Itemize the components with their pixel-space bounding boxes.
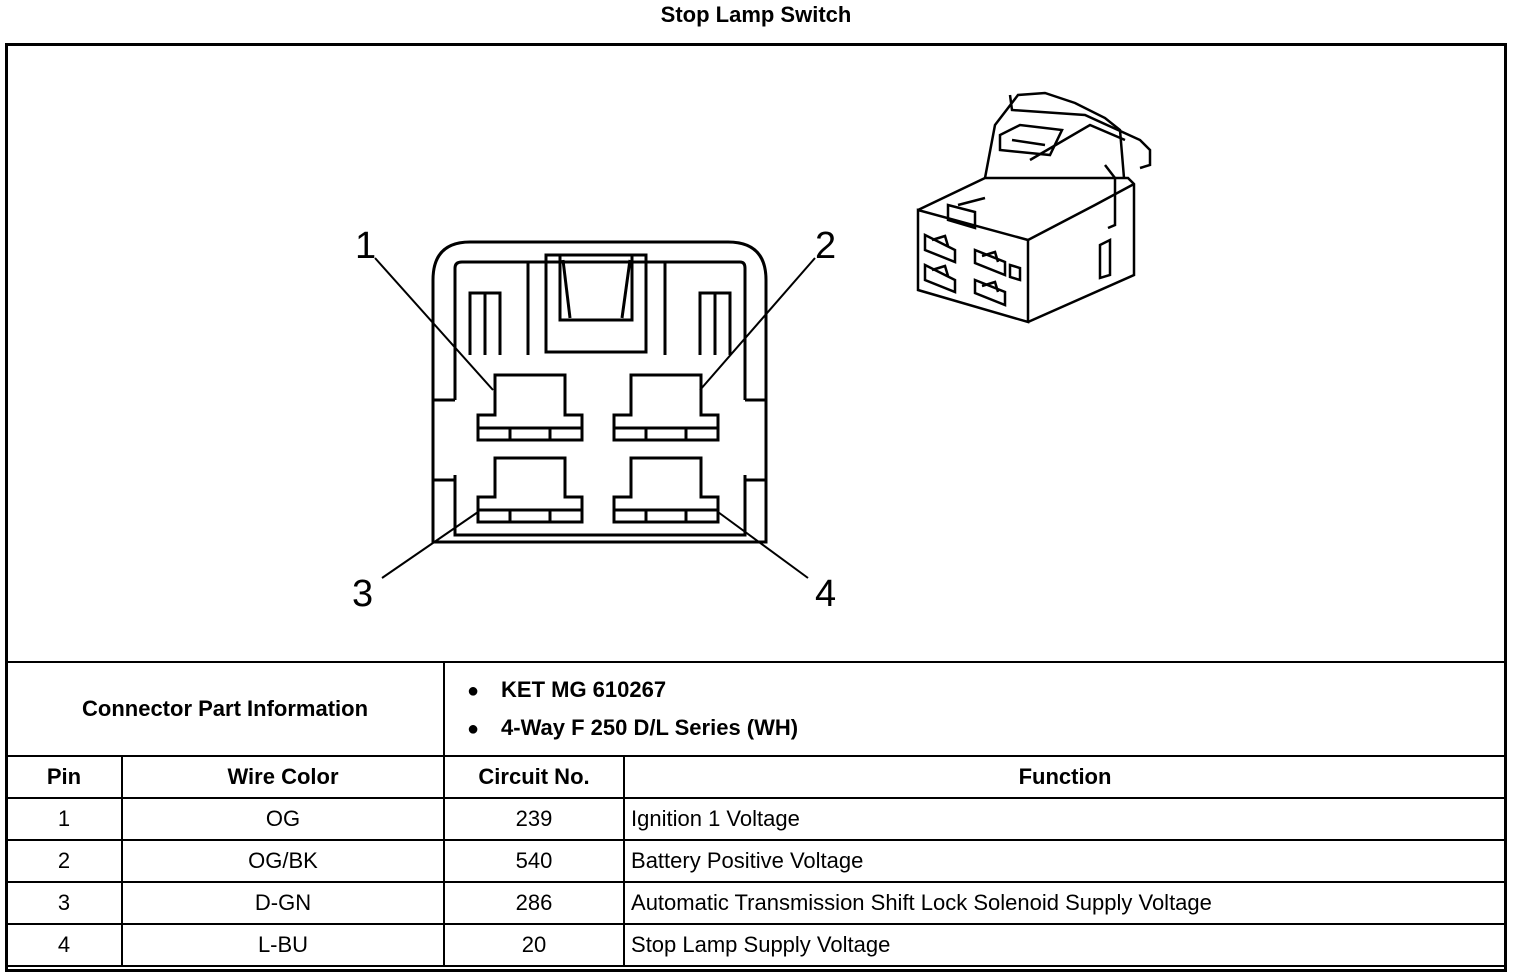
part-info-item: ●4-Way F 250 D/L Series (WH) <box>467 714 1505 742</box>
pin-callout-2: 2 <box>815 225 836 267</box>
connector-diagram: 1 2 3 4 <box>352 91 1152 615</box>
function-cell: Ignition 1 Voltage <box>623 797 1507 841</box>
connector-table: Connector Part Information ●KET MG 61026… <box>4 661 1507 967</box>
bullet-icon: ● <box>467 680 480 702</box>
col-header-wire-color: Wire Color <box>120 755 446 799</box>
connector-face <box>431 240 768 544</box>
pin-leader-lines <box>374 257 816 579</box>
pin-cavity-3 <box>476 456 584 524</box>
bullet-icon: ● <box>467 718 480 740</box>
table-row: 3 D-GN 286 Automatic Transmission Shift … <box>5 881 1507 925</box>
function-cell: Battery Positive Voltage <box>623 839 1507 883</box>
diagram-frame <box>5 43 1507 972</box>
function-cell: Automatic Transmission Shift Lock Soleno… <box>623 881 1507 925</box>
col-header-function: Function <box>623 755 1507 799</box>
pin-cavity-2 <box>612 373 720 442</box>
pin-callout-3: 3 <box>352 573 373 615</box>
part-info-label: Connector Part Information <box>4 661 446 757</box>
pin-cavity-4 <box>612 456 720 524</box>
pin-cell: 1 <box>5 797 123 841</box>
table-row: 1 OG 239 Ignition 1 Voltage <box>5 797 1507 841</box>
col-header-circuit: Circuit No. <box>443 755 626 799</box>
circuit-cell: 239 <box>443 797 626 841</box>
pin-callout-1: 1 <box>355 225 376 267</box>
pin-cell: 4 <box>5 923 123 967</box>
connector-isometric-illustration <box>916 91 1152 324</box>
page-title: Stop Lamp Switch <box>660 2 852 27</box>
table-row: 4 L-BU 20 Stop Lamp Supply Voltage <box>5 923 1507 967</box>
circuit-cell: 286 <box>443 881 626 925</box>
table-header-row: Pin Wire Color Circuit No. Function <box>5 755 1507 799</box>
circuit-cell: 20 <box>443 923 626 967</box>
wire-color-cell: L-BU <box>120 923 446 967</box>
wire-color-cell: OG <box>120 797 446 841</box>
table-row: 2 OG/BK 540 Battery Positive Voltage <box>5 839 1507 883</box>
pin-cavity-1 <box>476 373 584 442</box>
pin-cell: 2 <box>5 839 123 883</box>
circuit-cell: 540 <box>443 839 626 883</box>
part-info-list: ●KET MG 610267 ●4-Way F 250 D/L Series (… <box>443 661 1507 757</box>
wire-color-cell: OG/BK <box>120 839 446 883</box>
pin-callout-4: 4 <box>815 573 836 615</box>
part-info-item: ●KET MG 610267 <box>467 676 1505 704</box>
function-cell: Stop Lamp Supply Voltage <box>623 923 1507 967</box>
col-header-pin: Pin <box>5 755 123 799</box>
pin-cell: 3 <box>5 881 123 925</box>
wire-color-cell: D-GN <box>120 881 446 925</box>
